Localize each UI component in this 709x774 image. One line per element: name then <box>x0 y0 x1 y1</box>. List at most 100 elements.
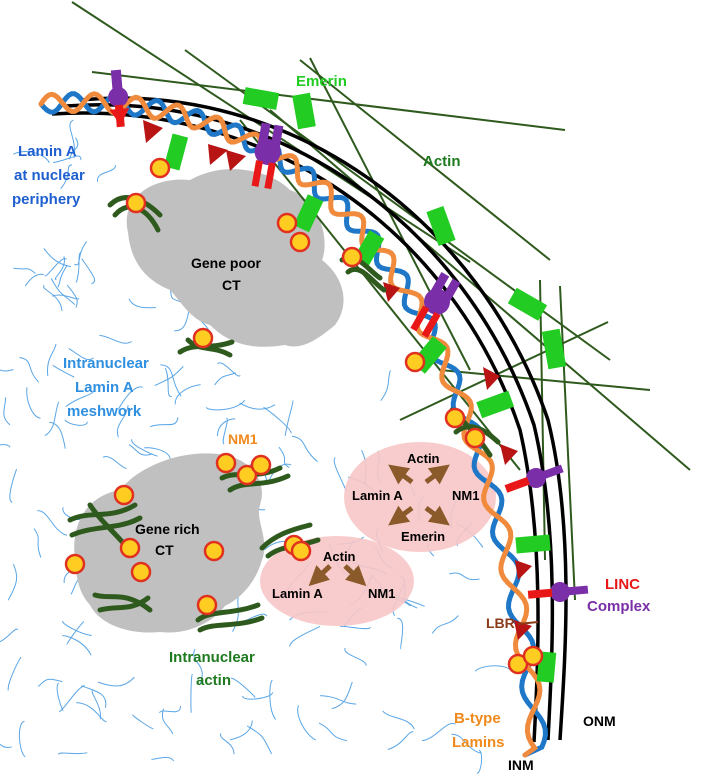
lamin-meshwork-icon <box>159 705 182 714</box>
lamin-meshwork-icon <box>239 402 276 410</box>
lamin-meshwork-icon <box>131 439 158 457</box>
lamin-meshwork-icon <box>217 362 241 377</box>
complex-lower-left: Lamin A <box>272 586 323 601</box>
complex-lower-right: NM1 <box>368 586 395 601</box>
lamin-meshwork-icon <box>44 401 60 437</box>
lamin-meshwork-icon <box>19 356 40 383</box>
lamin-meshwork-icon <box>164 367 172 397</box>
lamin-meshwork-icon <box>99 334 132 344</box>
lamin-meshwork-icon <box>263 406 292 434</box>
lamin-meshwork-icon <box>174 384 201 405</box>
lamin-meshwork-icon <box>216 418 236 437</box>
linc-label-1: LINC <box>605 576 640 593</box>
linc-label-2: Complex <box>587 598 651 615</box>
lbr-icon <box>143 120 532 640</box>
lamin-meshwork-icon <box>397 617 404 650</box>
lamin-meshwork-icon <box>284 400 294 436</box>
lbr-label: LBR <box>486 615 515 631</box>
complex-lower-arrows <box>308 564 367 587</box>
lamin-meshwork-icon <box>242 692 274 700</box>
onm-label: ONM <box>583 713 616 729</box>
lamin-meshwork-icon <box>0 369 14 372</box>
lamin-meshwork-icon <box>387 731 414 750</box>
lamin-meshwork-icon <box>69 137 79 160</box>
lamin-meshwork-icon <box>193 648 203 684</box>
complex-upper-arrows <box>388 464 450 526</box>
b-type-lamins-label-2: Lamins <box>452 734 505 751</box>
lamin-meshwork-icon <box>47 343 57 377</box>
lamin-meshwork-icon <box>150 756 175 762</box>
intranuclear-lamin-label-3: meshwork <box>67 403 142 420</box>
lamin-meshwork-icon <box>65 387 96 407</box>
lamin-meshwork-icon <box>339 625 371 630</box>
lamin-meshwork-icon <box>128 444 152 456</box>
lamin-meshwork-icon <box>269 679 277 720</box>
lamin-meshwork-icon <box>421 722 456 742</box>
lamin-meshwork-icon <box>97 676 135 687</box>
lamin-meshwork-icon <box>331 681 353 710</box>
lamin-meshwork-icon <box>76 702 107 723</box>
actin-label: Actin <box>423 153 461 170</box>
lamin-meshwork-icon <box>26 387 41 419</box>
lamin-meshwork-icon <box>3 397 11 426</box>
lamin-meshwork-icon <box>18 720 26 758</box>
lamin-meshwork-icon <box>476 749 483 774</box>
lamin-meshwork-icon <box>0 743 12 748</box>
lamin-meshwork-icon <box>190 673 193 713</box>
nuclear-envelope <box>51 96 568 743</box>
complex-upper-left: Lamin A <box>352 488 403 503</box>
gene-rich-label-1: Gene rich <box>135 521 200 537</box>
lamin-meshwork-icon <box>13 151 50 164</box>
lamin-meshwork-icon <box>451 733 482 754</box>
lamin-meshwork-icon <box>431 615 459 634</box>
lamin-meshwork-icon <box>7 563 18 601</box>
complex-upper-top: Actin <box>407 451 440 466</box>
intranuclear-actin-label-2: actin <box>196 672 231 689</box>
lamin-meshwork-icon <box>102 455 127 469</box>
lamin-meshwork-icon <box>81 258 95 285</box>
lamin-meshwork-icon <box>43 248 72 268</box>
lamin-meshwork-icon <box>205 399 246 411</box>
lamin-meshwork-icon <box>57 752 88 755</box>
lamin-meshwork-icon <box>291 435 318 463</box>
gene-poor-label-1: Gene poor <box>191 255 262 271</box>
linc-complex-icon <box>108 69 589 602</box>
lamin-meshwork-icon <box>162 708 174 735</box>
lamin-meshwork-icon <box>144 447 171 460</box>
intranuclear-actin-label-1: Intranuclear <box>169 649 255 666</box>
lamin-meshwork-icon <box>49 421 66 449</box>
lamin-meshwork-icon <box>220 733 235 755</box>
lamin-meshwork-icon <box>37 678 63 687</box>
lamin-meshwork-icon <box>449 572 480 581</box>
complex-upper-right: NM1 <box>452 488 479 503</box>
lamin-meshwork-icon <box>0 628 19 643</box>
lamin-meshwork-icon <box>278 446 290 469</box>
lamin-meshwork-icon <box>57 265 68 288</box>
lamin-meshwork-icon <box>344 647 367 666</box>
lamin-meshwork-icon <box>97 165 117 182</box>
nm1-icon <box>64 157 544 675</box>
lamin-meshwork-icon <box>91 690 101 720</box>
lamin-meshwork-icon <box>118 386 143 410</box>
gene-rich-label-2: CT <box>155 542 174 558</box>
onm-membrane <box>79 96 568 741</box>
lamin-meshwork-icon <box>128 298 157 309</box>
emerin-label: Emerin <box>296 73 347 90</box>
lamin-meshwork-icon <box>319 695 357 705</box>
lamin-meshwork-icon <box>81 685 107 708</box>
lamin-meshwork-icon <box>60 164 73 189</box>
lamin-meshwork-icon <box>214 372 236 386</box>
lamin-meshwork-icon <box>13 267 36 274</box>
lamin-a-periphery-label-1: Lamin A <box>18 143 77 160</box>
lamin-meshwork-icon <box>58 685 85 713</box>
lbr-pointer <box>517 621 539 625</box>
lamin-meshwork-icon <box>7 656 22 691</box>
lamin-a-periphery-label-2: at nuclear <box>14 167 85 184</box>
lamin-meshwork-icon <box>318 722 348 742</box>
lamin-meshwork-icon <box>9 468 18 503</box>
lamin-meshwork-icon <box>68 348 94 361</box>
complex-upper-bottom: Emerin <box>401 529 445 544</box>
lamin-meshwork-icon <box>160 364 182 397</box>
lamin-meshwork-icon <box>43 284 63 311</box>
